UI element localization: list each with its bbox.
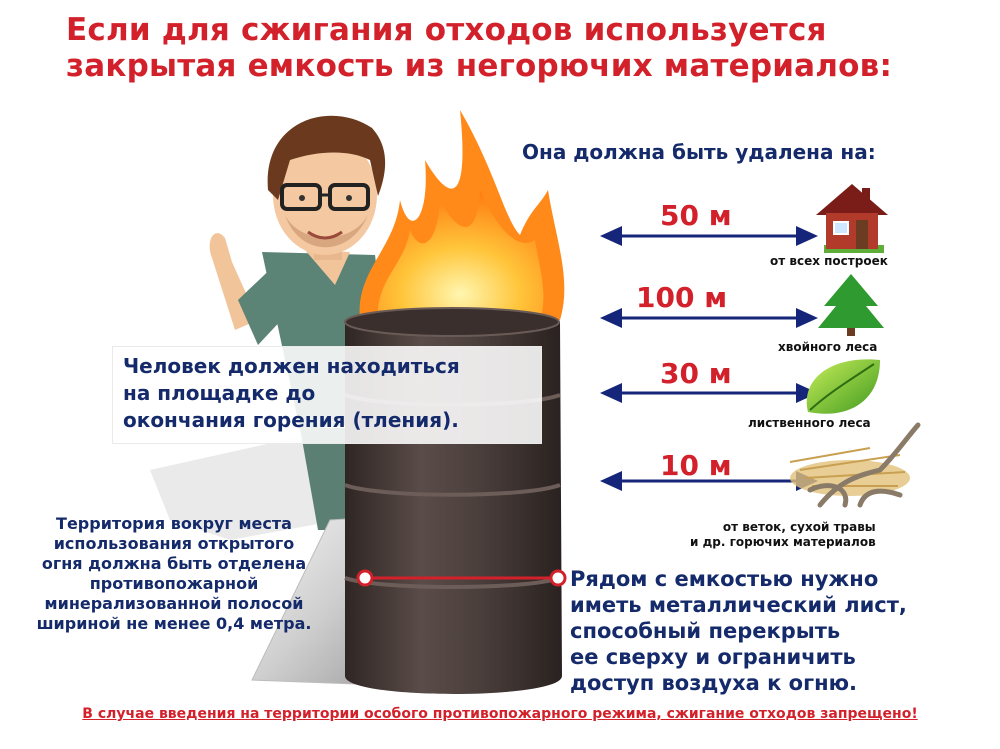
leaf-icon xyxy=(806,359,880,414)
person-note-line-2: на площадке до xyxy=(123,381,316,405)
territory-note-line-4: противопожарной xyxy=(89,574,259,593)
distance-label-deciduous: лиственного леса xyxy=(748,416,871,430)
territory-note-line-5: минерализованной полосой xyxy=(44,594,304,613)
distance-arrow-3 xyxy=(600,383,818,403)
distance-heading: Она должна быть удалена на: xyxy=(522,140,876,164)
metal-note-line-1: Рядом с емкостью нужно xyxy=(570,567,879,591)
house-icon xyxy=(816,184,888,253)
distance-label-combustibles: от веток, сухой травы и др. горючих мате… xyxy=(690,520,876,549)
territory-note-line-3: огня должна быть отделена xyxy=(41,554,307,573)
distance-value-combustibles: 10 м xyxy=(660,449,732,482)
dry-branches-icon xyxy=(789,422,921,508)
fire-flame xyxy=(359,110,565,320)
distance-value-buildings: 50 м xyxy=(660,199,732,232)
territory-note: Территория вокруг места использования от… xyxy=(14,514,334,634)
distance-label-conifer: хвойного леса xyxy=(778,340,878,354)
metal-note-line-3: способный перекрыть xyxy=(570,619,841,643)
metal-sheet-note: Рядом с емкостью нужно иметь металлическ… xyxy=(570,566,990,696)
warning-footer: В случае введения на территории особого … xyxy=(82,706,918,722)
distance-label-buildings: от всех построек xyxy=(770,254,888,268)
page-title: Если для сжигания отходов используется з… xyxy=(66,12,986,84)
distance-value-deciduous: 30 м xyxy=(660,357,732,390)
person-note-line-3: окончания горения (тления). xyxy=(123,408,459,432)
title-line-2: закрытая емкость из негорючих материалов… xyxy=(66,48,893,84)
callout-line xyxy=(356,569,567,587)
distance-arrow-1 xyxy=(600,226,818,246)
person-note: Человек должен находиться на площадке до… xyxy=(112,346,542,444)
territory-note-line-1: Территория вокруг места xyxy=(56,514,292,533)
person-note-line-1: Человек должен находиться xyxy=(123,354,460,378)
metal-note-line-2: иметь металлический лист, xyxy=(570,593,907,617)
metal-note-line-5: доступ воздуха к огню. xyxy=(570,671,857,695)
fir-tree-icon xyxy=(818,274,884,336)
distance-value-conifer: 100 м xyxy=(636,281,728,314)
metal-note-line-4: ее сверху и ограничить xyxy=(570,645,856,669)
distance-arrow-2 xyxy=(600,308,818,328)
person-shadow xyxy=(150,430,340,540)
territory-note-line-2: использования открытого xyxy=(53,534,295,553)
territory-note-line-6: шириной не менее 0,4 метра. xyxy=(36,614,312,633)
title-line-1: Если для сжигания отходов используется xyxy=(66,12,827,48)
